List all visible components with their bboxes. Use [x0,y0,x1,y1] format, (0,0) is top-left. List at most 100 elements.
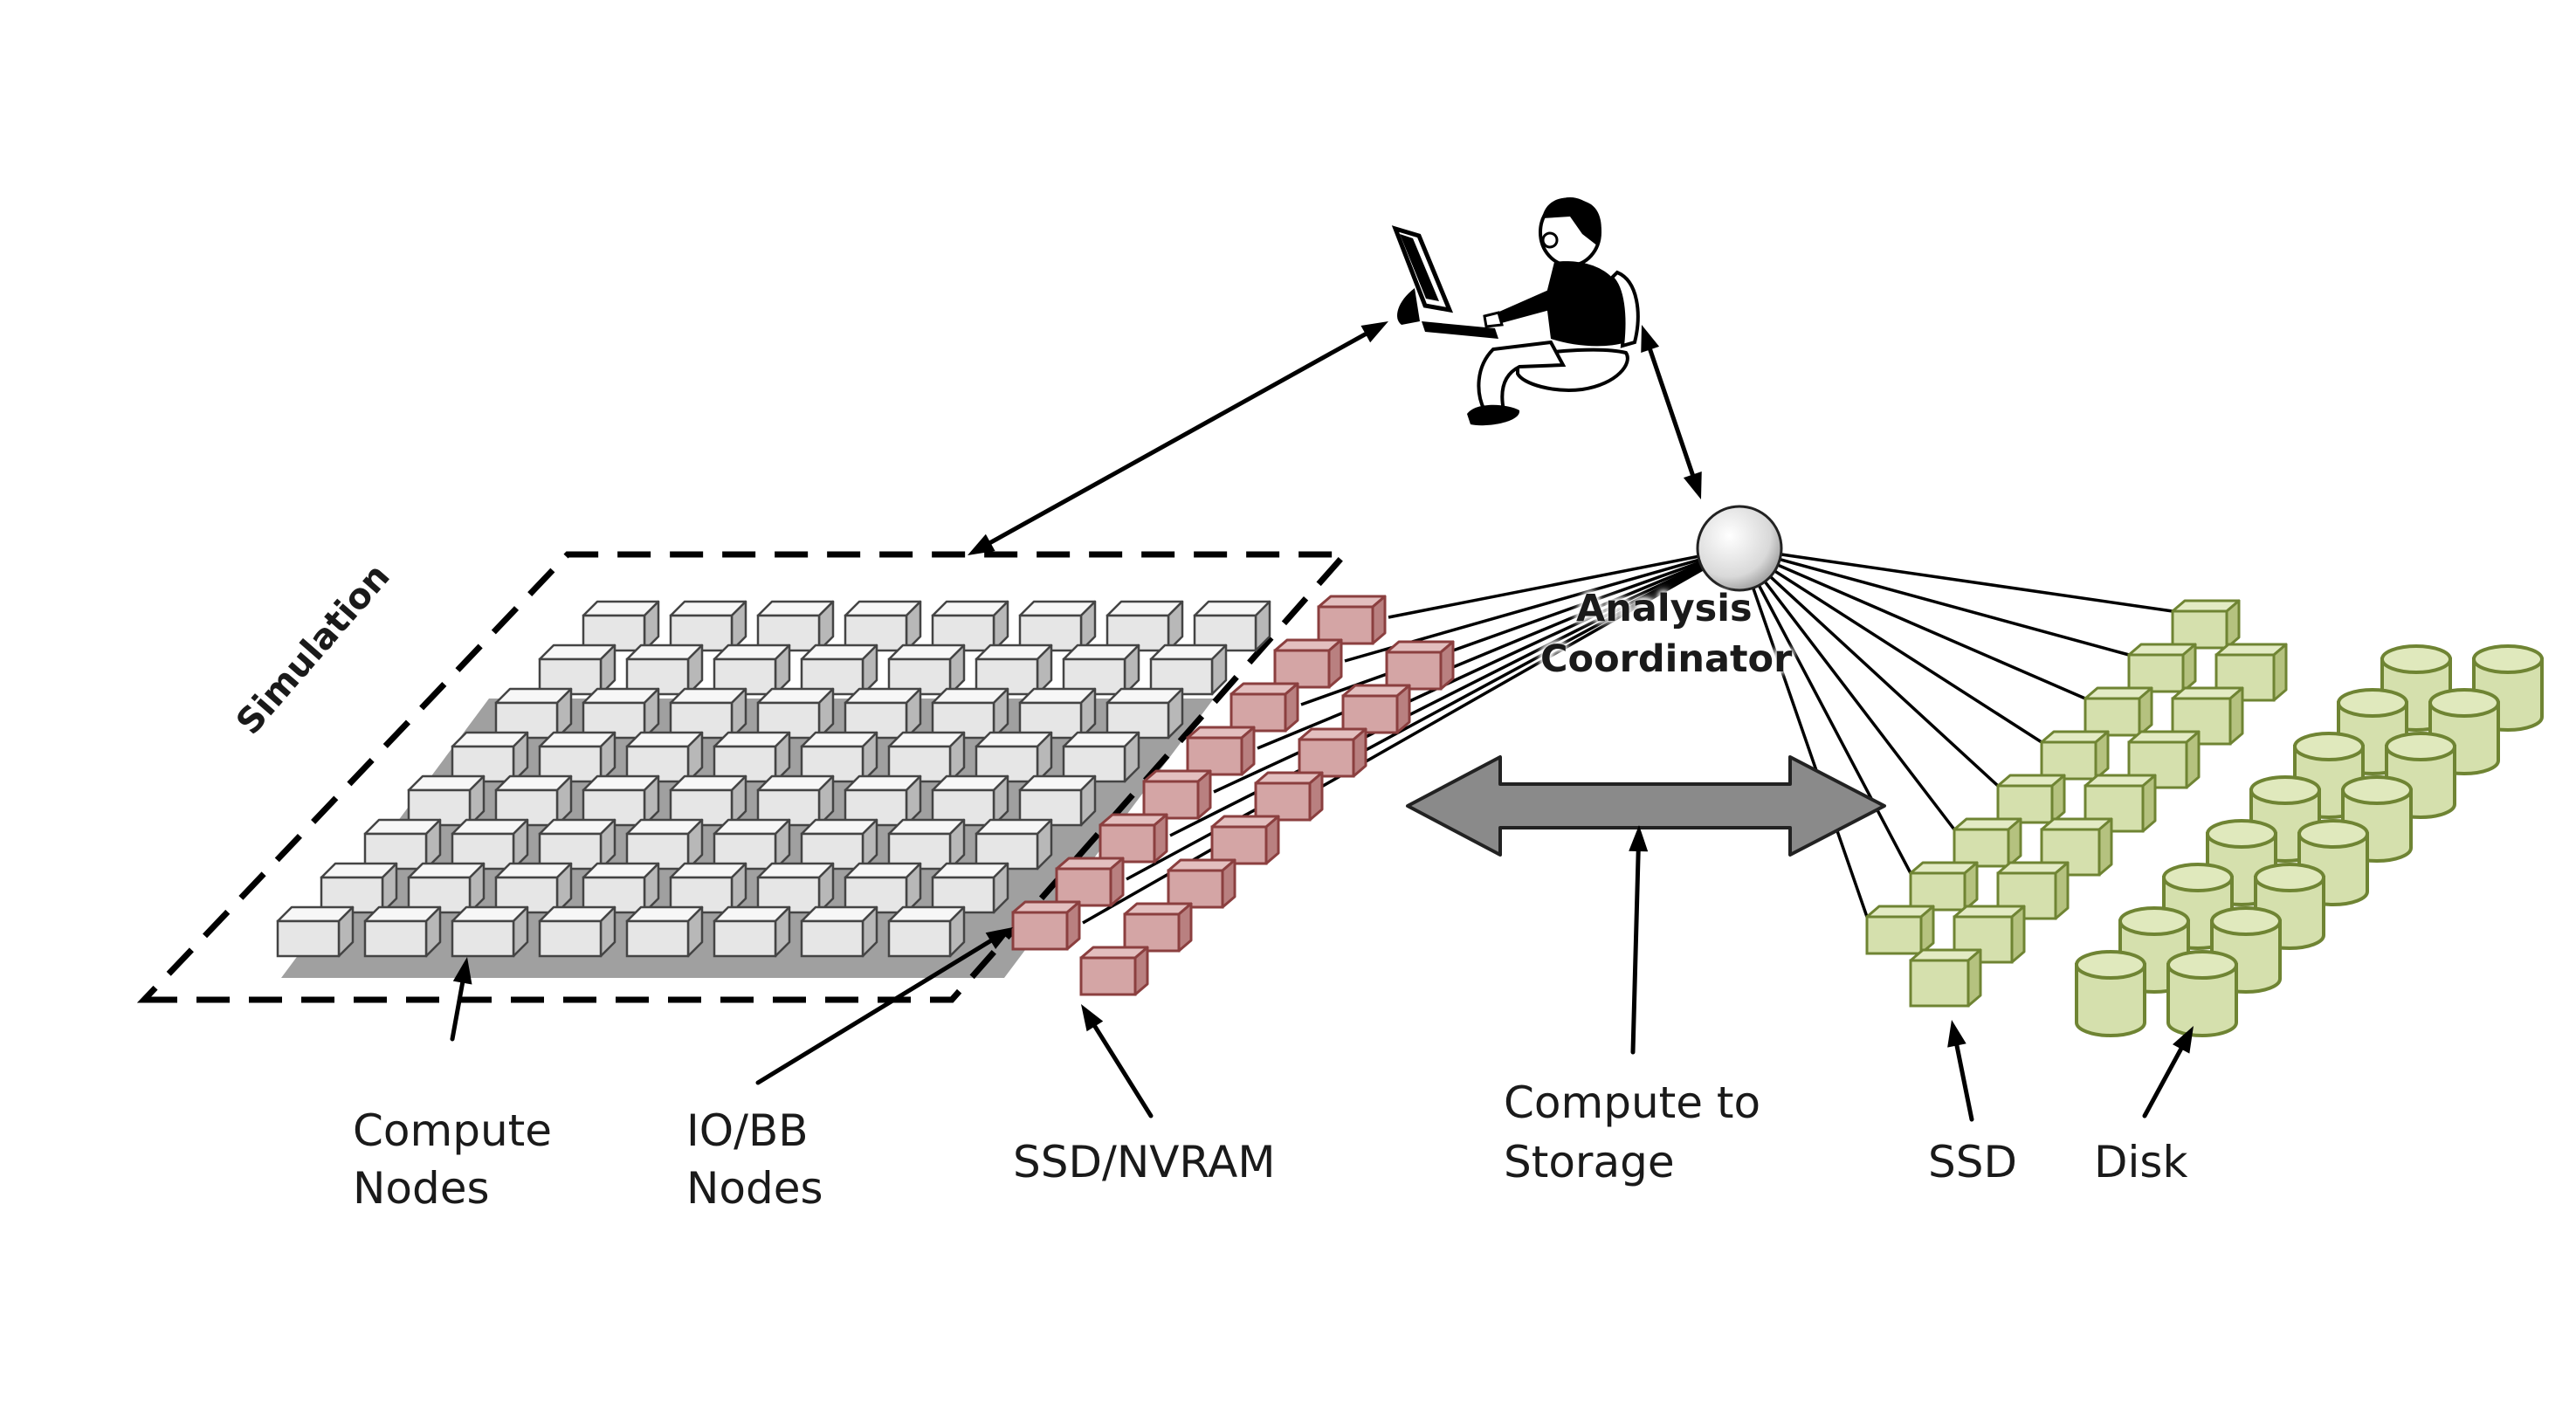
compute-node [887,818,966,871]
compute-node [494,774,573,827]
compute-node [1018,687,1097,740]
link-line [1739,547,2173,613]
compute-node [844,862,922,914]
io-node [1317,595,1387,645]
coordinator-sphere [1696,505,1783,592]
disk-array [2075,644,2544,1037]
compute-node [975,644,1053,696]
compute-node [800,731,878,783]
simulation-region-boundary [136,551,1352,1003]
compute-nodes-label-line2: Nodes [353,1163,490,1214]
ssd-node [1909,861,1979,912]
compute-node [975,818,1053,871]
compute-node [669,774,747,827]
ssd-nvram-pointer [1081,1004,1154,1118]
compute-nodes-label-line1: Compute [353,1105,553,1156]
compute-node [669,687,747,740]
compute-to-storage-label-line1: Compute to [1504,1077,1761,1128]
compute-node [800,644,878,696]
compute-node [451,731,529,783]
io-bb-nodes-label-line2: Nodes [686,1163,823,1214]
keyboard [1422,321,1498,339]
compute-node [756,600,835,652]
link-line [1738,547,1869,918]
compute-node [1018,774,1097,827]
compute-node [407,862,486,914]
compute-node [669,862,747,914]
link-line [1739,547,2086,700]
link-line [1257,547,1740,750]
compute-node [582,600,660,652]
link-line [1739,547,2042,744]
io-node [1142,769,1212,820]
compute-node [625,818,704,871]
coordinator-label-line2: Coordinator [1540,637,1793,681]
link-line [1388,547,1740,619]
compute-node [1105,600,1184,652]
compute-node [582,774,660,827]
ssd-node [2127,643,2197,693]
coordinator-label-line1: Analysis [1576,587,1753,630]
dashed-boundary [136,551,1352,1003]
ssd-stack [1865,599,2288,1008]
hair [1542,197,1601,246]
ssd-node [1865,905,1935,955]
compute-to-storage-label-line2: Storage [1504,1137,1675,1187]
compute-node [844,774,922,827]
arm [1493,288,1560,325]
io-node [1099,813,1168,864]
io-node [1055,857,1125,907]
compute-node [1193,600,1271,652]
compute-node [713,905,791,958]
io-node [1229,682,1299,733]
compute-node [800,905,878,958]
compute-node [276,905,355,958]
compute-node [800,818,878,871]
disk-pointer [2142,1026,2194,1118]
link-line [1738,547,2000,788]
ssd-nvram-label: SSD/NVRAM [1013,1137,1276,1187]
compute-node [494,862,573,914]
monitor-screen [1400,234,1439,301]
shoe [1467,404,1520,426]
compute-node [931,862,1009,914]
compute-node [582,687,660,740]
compute-node [538,644,616,696]
compute-node [931,687,1009,740]
link-line [1300,547,1740,706]
ssd-node [1909,948,1982,1008]
io-node [1210,815,1280,865]
person-to-coordinator-arrow [1641,325,1702,499]
io-node-column [1011,595,1455,996]
compute-node [363,818,442,871]
coordinator-ssd-links [1738,547,2173,918]
compute-nodes-pointer [450,957,472,1042]
disk-unit [2075,950,2146,1037]
ssd-node [2171,686,2244,746]
disk-unit [2166,950,2238,1037]
io-node [1011,900,1081,951]
compute-node [1149,644,1228,696]
io-node [1273,638,1343,689]
ssd-node [1953,817,2022,868]
disk-label: Disk [2094,1137,2188,1187]
compute-node [887,644,966,696]
compute-node [538,731,616,783]
compute-node [931,600,1009,652]
compute-node [844,600,922,652]
pointer-arrows [450,321,2194,1122]
io-node [1385,640,1455,691]
compute-node [756,687,835,740]
ssd-node [2084,686,2153,737]
compute-node [756,774,835,827]
io-bb-nodes-label-line1: IO/BB [686,1105,809,1156]
compute-node [1018,600,1097,652]
compute-node [538,818,616,871]
torso [1546,261,1626,347]
compute-node [1062,731,1140,783]
io-node [1167,858,1236,909]
compute-node [582,862,660,914]
compute-node [625,644,704,696]
ssd-node [2171,599,2241,650]
